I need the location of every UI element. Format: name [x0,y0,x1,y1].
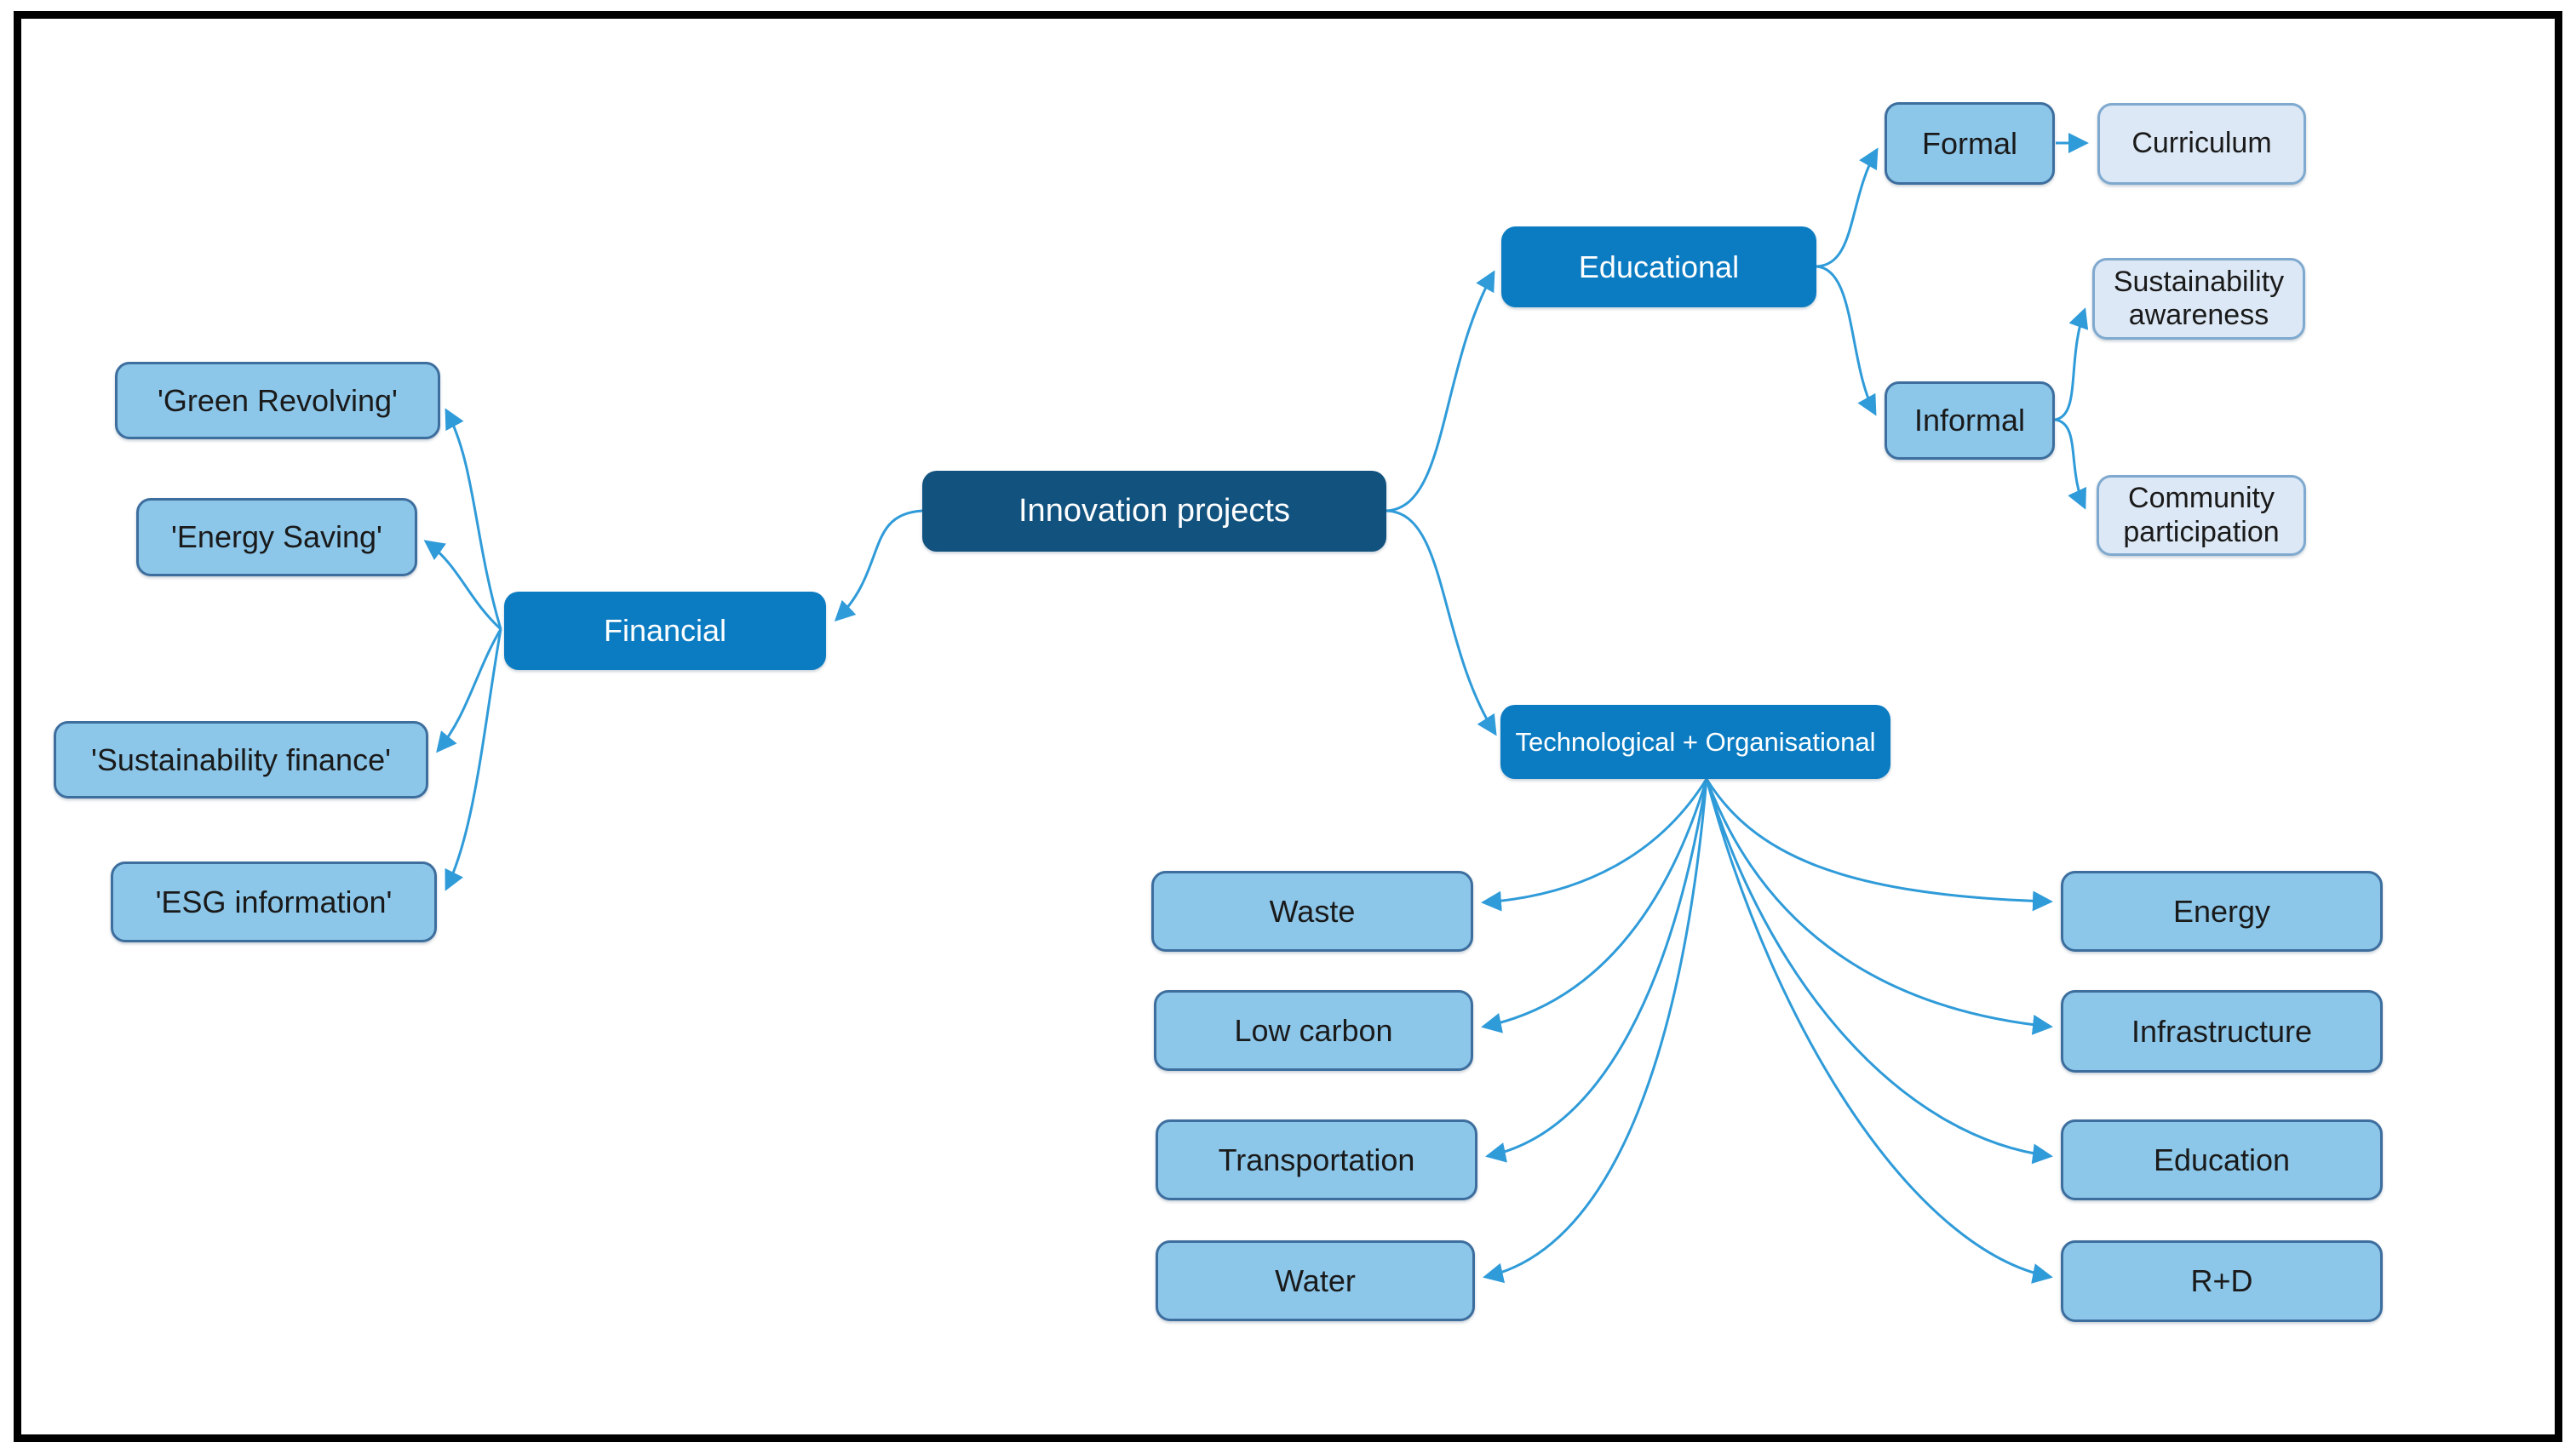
edge-financial-sustainability-finance [436,628,502,753]
edge-innovation-educational [1386,270,1495,512]
node-sustainability-awareness: Sustainability awareness [2092,258,2305,340]
node-informal: Informal [1885,381,2055,460]
edge-tech-org-water [1483,778,1708,1284]
node-infrastructure: Infrastructure [2061,990,2383,1073]
node-community-participation: Community participation [2097,475,2306,556]
edge-informal-community-participation [2054,418,2087,510]
edge-educational-formal [1816,147,1879,268]
node-transportation: Transportation [1156,1119,1477,1200]
node-green-revolving: 'Green Revolving' [115,362,440,439]
edge-tech-org-infrastructure [1705,778,2053,1035]
edge-innovation-tech-org [1386,509,1497,736]
node-curriculum: Curriculum [2097,103,2306,185]
edge-educational-informal [1816,265,1877,416]
node-innovation-projects: Innovation projects [922,471,1386,552]
node-low-carbon: Low carbon [1154,990,1473,1071]
node-sustainability-finance: 'Sustainability finance' [54,721,428,799]
edge-tech-org-low-carbon [1481,778,1708,1033]
node-esg-information: 'ESG information' [111,862,437,942]
edge-tech-org-waste [1481,778,1708,912]
edge-financial-green-revolving [445,408,502,630]
edge-informal-sustainability-awareness [2054,307,2089,421]
figure-border [14,11,2562,1442]
edge-tech-org-energy [1705,778,2053,912]
node-water: Water [1156,1240,1475,1321]
node-waste: Waste [1151,871,1473,952]
node-formal: Formal [1885,102,2055,185]
edge-innovation-financial [834,509,923,622]
node-energy-saving: 'Energy Saving' [136,498,417,576]
edge-tech-org-transportation [1485,778,1708,1163]
node-r-plus-d: R+D [2061,1240,2383,1322]
edge-tech-org-education [1705,778,2053,1165]
edge-financial-esg-information [445,628,502,891]
edge-financial-energy-saving [423,540,502,631]
node-educational: Educational [1501,226,1816,307]
node-energy: Energy [2061,871,2383,952]
edge-tech-org-r-plus-d [1705,778,2053,1284]
node-education: Education [2061,1119,2383,1200]
node-financial: Financial [504,592,826,670]
node-technological-organisational: Technological + Organisational [1500,705,1890,779]
